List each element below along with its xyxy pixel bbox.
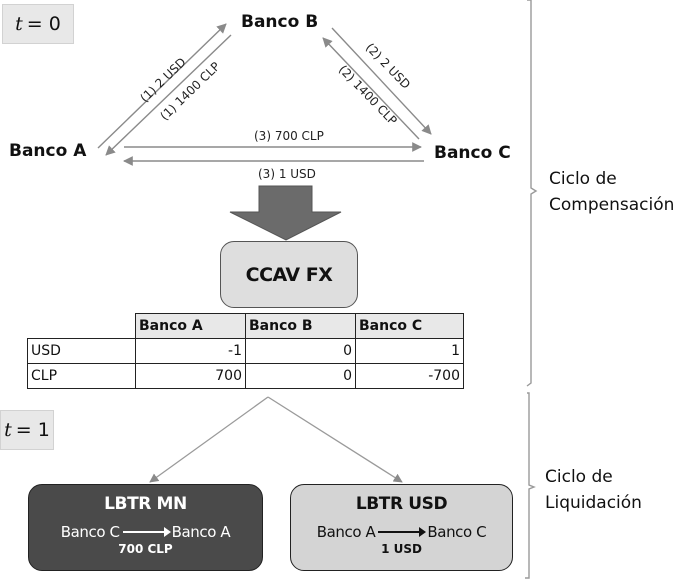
table-header-row: Banco A Banco B Banco C [27,313,464,339]
table-header-blank [27,313,136,339]
compensation-line-1: Ciclo de [549,169,617,189]
big-down-arrow-icon [229,185,342,241]
arrow-right-icon [378,527,427,537]
settlement-bracket [525,392,536,579]
branch-line-to-lbtr-usd [267,396,403,483]
time-value: = 0 [26,13,61,35]
edge-arrow-a-to-b [97,23,227,149]
compensation-line-2: Compensación [549,195,675,215]
time-t1-badge: t= 1 [0,410,54,450]
lbtr-mn-box: LBTR MN Banco C Banco A 700 CLP [28,484,263,571]
branch-line-to-lbtr-mn [149,396,269,483]
compensation-cycle-label: Ciclo de Compensación [549,166,674,218]
bank-a-label: Banco A [9,141,87,161]
lbtr-usd-title: LBTR USD [355,494,448,514]
bank-b-label: Banco B [241,12,318,32]
lbtr-mn-to: Banco A [171,523,231,541]
table-cell: -1 [135,338,246,364]
time-value: = 1 [15,419,50,441]
table-cell: 0 [245,363,356,389]
edge-label-bc-usd: (2) 2 USD [363,40,413,91]
settlement-line-2: Liquidación [545,493,642,513]
lbtr-mn-amount: 700 CLP [118,542,173,556]
settlement-cycle-label: Ciclo de Liquidación [545,464,642,516]
lbtr-usd-amount: 1 USD [381,542,422,556]
time-variable: t [15,13,23,35]
table-row: USD -1 0 1 [27,338,464,364]
ccav-fx-box: CCAV FX [220,241,358,308]
table-cell: 700 [135,363,246,389]
lbtr-usd-box: LBTR USD Banco A Banco C 1 USD [290,484,513,571]
table-row: CLP 700 0 -700 [27,363,464,389]
arrow-right-icon [122,527,171,537]
compensation-bracket [526,0,538,387]
ccav-fx-label: CCAV FX [245,263,333,286]
edge-arrow-c-to-b [322,37,420,140]
net-positions-table: Banco A Banco B Banco C USD -1 0 1 CLP 7… [27,313,464,389]
table-header-banco-c: Banco C [355,313,464,339]
table-header-banco-b: Banco B [245,313,356,339]
time-t0-badge: t= 0 [2,4,74,44]
row-currency: USD [27,338,136,364]
bank-c-label: Banco C [434,143,511,163]
edge-label-ac-clp: (3) 700 CLP [254,129,324,143]
lbtr-mn-from: Banco C [60,523,120,541]
table-cell: 0 [245,338,356,364]
table-cell: 1 [355,338,464,364]
time-variable: t [4,419,12,441]
lbtr-usd-from: Banco A [316,523,376,541]
lbtr-usd-to: Banco C [427,523,487,541]
edge-arrow-b-to-c [331,27,432,135]
settlement-line-1: Ciclo de [545,467,613,487]
edge-arrow-b-to-a [105,34,232,156]
edge-label-ca-usd: (3) 1 USD [258,167,316,181]
lbtr-usd-flow: Banco A Banco C [291,523,512,541]
table-header-banco-a: Banco A [135,313,246,339]
table-cell: -700 [355,363,464,389]
row-currency: CLP [27,363,136,389]
lbtr-mn-title: LBTR MN [104,494,187,514]
lbtr-mn-flow: Banco C Banco A [29,523,262,541]
